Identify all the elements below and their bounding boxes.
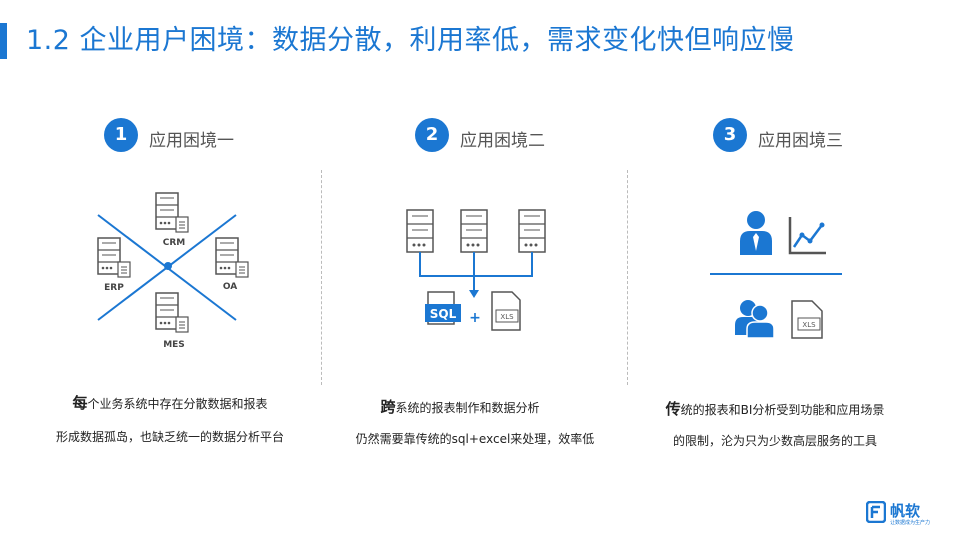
column-desc-3: 传统的报表和BI分析受到功能和应用场景 xyxy=(645,398,905,419)
step-badge-2: 2 xyxy=(415,118,449,152)
column-desc-1-line2: 形成数据孤岛，也缺乏统一的数据分析平台 xyxy=(55,430,284,444)
desc-lead: 跨 xyxy=(380,398,396,416)
desc-text: 个业务系统中存在分散数据和报表 xyxy=(87,397,268,411)
column-desc-2: 跨系统的报表制作和数据分析 xyxy=(330,396,590,417)
xls-file-icon: XLS xyxy=(491,291,521,331)
desc-lead: 每 xyxy=(72,394,88,412)
server-icon xyxy=(215,237,249,278)
server-icon xyxy=(155,292,189,333)
system-label-mes: MES xyxy=(163,340,185,350)
users-icon xyxy=(735,300,775,339)
server-icon xyxy=(97,237,131,278)
bi-limitation-diagram: XLS xyxy=(710,211,842,339)
column-heading-2: 应用困境二 xyxy=(460,131,545,151)
arrow-head xyxy=(469,290,479,298)
desc-text: 统的报表和BI分析受到功能和应用场景 xyxy=(680,403,885,417)
system-label-oa: OA xyxy=(223,282,237,292)
page-title: 1.2 企业用户困境：数据分散，利用率低，需求变化快但响应慢 xyxy=(26,25,795,56)
step-badge-3: 3 xyxy=(713,118,747,152)
desc-text: 系统的报表制作和数据分析 xyxy=(395,401,540,415)
logo-brand-text: 帆软 xyxy=(890,502,921,520)
logo-mark-icon xyxy=(866,501,886,523)
column-desc-3-line2: 的限制，沦为只为少数高层服务的工具 xyxy=(672,434,877,448)
connector-lines xyxy=(419,252,533,294)
column-divider xyxy=(627,170,628,385)
xls-label: XLS xyxy=(802,321,816,329)
column-desc-1: 每个业务系统中存在分散数据和报表 xyxy=(40,392,300,413)
server-icon xyxy=(518,209,546,253)
brand-logo: 帆软 让数据成为生产力 xyxy=(866,498,946,528)
column-heading-3: 应用困境三 xyxy=(758,131,843,151)
server-icon xyxy=(406,209,434,253)
desc-lead: 传 xyxy=(665,400,681,418)
step-badge-1: 1 xyxy=(104,118,138,152)
column-desc-2-line2: 仍然需要靠传统的sql+excel来处理，效率低 xyxy=(355,432,595,446)
system-label-crm: CRM xyxy=(163,238,186,248)
sql-label: SQL xyxy=(430,307,457,321)
logo-tagline: 让数据成为生产力 xyxy=(890,520,931,526)
line-chart-icon xyxy=(788,217,826,255)
title-accent-bar xyxy=(0,23,7,59)
column-heading-1: 应用困境一 xyxy=(149,131,234,151)
system-label-erp: ERP xyxy=(104,283,124,293)
center-node xyxy=(164,262,172,270)
xls-file-icon: XLS xyxy=(791,300,823,339)
xls-label: XLS xyxy=(500,313,514,321)
sql-icon: SQL xyxy=(425,291,461,325)
cross-system-diagram: SQL + XLS xyxy=(406,209,546,331)
server-icon xyxy=(155,192,189,233)
plus-sign: + xyxy=(469,310,481,326)
server-icon xyxy=(460,209,488,253)
user-icon xyxy=(740,211,772,255)
column-divider xyxy=(321,170,322,385)
data-silos-diagram: CRM ERP OA MES xyxy=(97,192,249,350)
